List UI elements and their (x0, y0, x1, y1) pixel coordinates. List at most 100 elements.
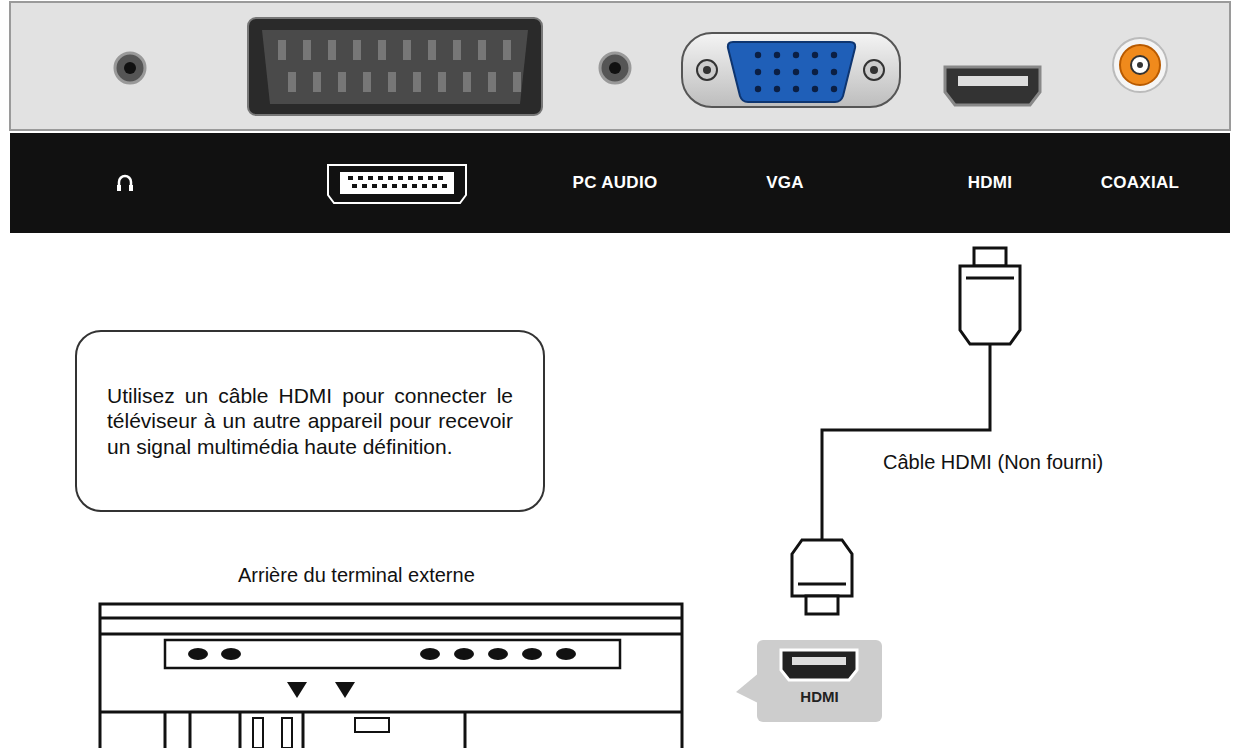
scart-pin (363, 72, 371, 92)
label-strip (10, 133, 1230, 233)
scart-icon-pin (418, 176, 423, 180)
scart-pin (438, 72, 446, 92)
scart-icon-pin (408, 176, 413, 180)
device-slot (253, 718, 263, 748)
scart-icon (328, 165, 466, 203)
vga-screw (697, 60, 717, 80)
port-label: VGA (766, 173, 804, 193)
vga-pin (793, 69, 799, 75)
device-dot (488, 648, 508, 660)
cable-plug (960, 266, 1020, 344)
device-dot (221, 648, 241, 660)
hdmi-port-icon (781, 650, 857, 680)
scart-pin (463, 72, 471, 92)
vga-pin (812, 52, 818, 58)
pc-audio-jack (600, 53, 630, 83)
vga-pin (774, 52, 780, 58)
scart-icon-pin (352, 184, 357, 188)
hdmi-port-icon-contacts (792, 657, 846, 665)
scart-icon-pin (368, 176, 373, 180)
vga-plate (682, 33, 900, 107)
scart-icon-pin (372, 184, 377, 188)
scart-icon-pin (442, 184, 447, 188)
device-marker (335, 682, 355, 698)
device-marker (287, 682, 307, 698)
vga-pin (774, 69, 780, 75)
device-slot (355, 718, 389, 732)
vga-pin (831, 52, 837, 58)
scart-pins (278, 40, 521, 92)
headphone-jack (115, 53, 145, 83)
port-callout: HDMI (757, 640, 882, 722)
scart-icon-pin (428, 176, 433, 180)
jack-hole (124, 62, 136, 74)
vga-pin (831, 69, 837, 75)
scart-pin (403, 40, 411, 60)
scart-icon-pin (382, 184, 387, 188)
scart-pin (313, 72, 321, 92)
cable-wire (822, 344, 990, 540)
port-label: PC AUDIO (573, 173, 658, 193)
vga-pin (755, 69, 761, 75)
panel (10, 2, 1230, 130)
device-line (189, 712, 192, 748)
device-dot (188, 648, 208, 660)
headphone-icon (129, 185, 133, 191)
coaxial-hole (1131, 56, 1149, 74)
scart-icon-pin (362, 184, 367, 188)
device-panel-dots (188, 648, 576, 698)
hdmi-port (945, 67, 1040, 105)
scart-icon-pin (398, 176, 403, 180)
scart-icon-pins (348, 176, 447, 188)
scart-pin (513, 72, 521, 92)
cable-plug (792, 540, 852, 596)
device-dot (454, 648, 474, 660)
scart-pin (478, 40, 486, 60)
device-line (100, 617, 682, 620)
scart-pin (503, 40, 511, 60)
vga-pin (831, 86, 837, 92)
scart-icon-pin (388, 176, 393, 180)
vga-socket (728, 42, 855, 102)
scart-pin (288, 72, 296, 92)
note-text: Utilisez un câble HDMI pour connecter le… (107, 383, 513, 459)
scart-pin (328, 40, 336, 60)
cable-plug-line (966, 277, 1014, 280)
scart-face (262, 30, 528, 104)
device-line (164, 712, 167, 748)
scart-pin (388, 72, 396, 92)
vga-pin (812, 86, 818, 92)
vga-pin (774, 86, 780, 92)
device-line (100, 633, 682, 636)
scart-pin (303, 40, 311, 60)
scart-icon-pin (392, 184, 397, 188)
coaxial-port (1113, 38, 1167, 92)
vga-screw-hole (870, 66, 878, 74)
scart-pin (428, 40, 436, 60)
external-device (100, 604, 682, 748)
device-panel (165, 640, 620, 668)
cable-plug-tip (806, 596, 838, 614)
scart-icon-pin (378, 176, 383, 180)
vga-pin (812, 69, 818, 75)
scart-connector (248, 18, 542, 115)
device-dot (420, 648, 440, 660)
port-name: HDMI (763, 688, 876, 705)
vga-pin (755, 52, 761, 58)
scart-icon-pin (422, 184, 427, 188)
scart-icon (340, 172, 454, 194)
cable-label: Câble HDMI (Non fourni) (883, 450, 1103, 474)
note-box: Utilisez un câble HDMI pour connecter le… (75, 330, 545, 512)
hdmi-contacts (958, 76, 1028, 86)
device-line (100, 711, 682, 714)
cable-plug-line (798, 583, 846, 586)
scart-icon-pin (348, 176, 353, 180)
scart-icon-pin (358, 176, 363, 180)
vga-pin (793, 52, 799, 58)
jack-hole (609, 62, 621, 74)
scart-pin (338, 72, 346, 92)
scart-pin (453, 40, 461, 60)
hdmi-cable (792, 248, 1020, 614)
scart-icon-pin (412, 184, 417, 188)
vga-screw-hole (703, 66, 711, 74)
